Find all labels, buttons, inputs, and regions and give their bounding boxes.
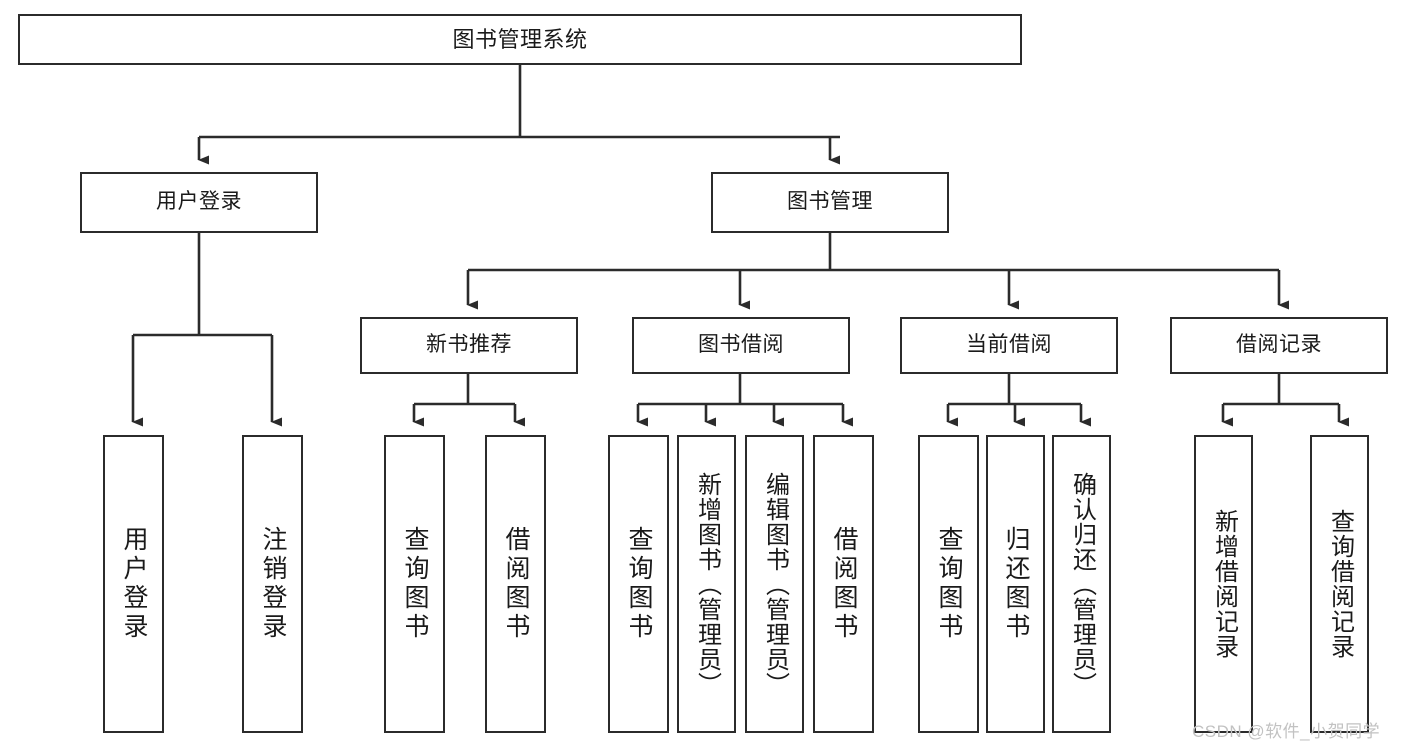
node-label: 查询借阅记录	[1326, 509, 1354, 659]
node-label: 归还图书	[1002, 526, 1030, 642]
node-label: 确认归还（管理员）	[1068, 471, 1096, 697]
leaf-return-book[interactable]: 归还图书	[986, 435, 1045, 733]
node-label: 借阅图书	[502, 526, 530, 642]
node-label: 注销登录	[259, 526, 287, 642]
node-new-book-recommend[interactable]: 新书推荐	[360, 317, 578, 374]
leaf-add-borrow-record[interactable]: 新增借阅记录	[1194, 435, 1253, 733]
leaf-borrow-book[interactable]: 借阅图书	[813, 435, 874, 733]
node-label: 新书推荐	[426, 333, 512, 357]
node-label: 图书借阅	[698, 333, 784, 357]
node-label: 编辑图书（管理员）	[761, 471, 789, 697]
leaf-borrow-book-recommend[interactable]: 借阅图书	[485, 435, 546, 733]
leaf-query-book-recommend[interactable]: 查询图书	[384, 435, 445, 733]
node-label: 新增图书（管理员）	[693, 471, 721, 697]
node-label: 查询图书	[401, 526, 429, 642]
node-label: 图书管理系统	[452, 26, 588, 52]
leaf-query-book-current[interactable]: 查询图书	[918, 435, 979, 733]
node-root-system[interactable]: 图书管理系统	[18, 14, 1022, 65]
node-label: 用户登录	[120, 526, 148, 642]
node-label: 借阅记录	[1236, 333, 1322, 357]
node-label: 图书管理	[787, 190, 873, 214]
node-borrow-record[interactable]: 借阅记录	[1170, 317, 1388, 374]
node-current-borrow[interactable]: 当前借阅	[900, 317, 1118, 374]
leaf-query-borrow-record[interactable]: 查询借阅记录	[1310, 435, 1369, 733]
leaf-confirm-return-admin[interactable]: 确认归还（管理员）	[1052, 435, 1111, 733]
leaf-user-login[interactable]: 用户登录	[103, 435, 164, 733]
node-book-management[interactable]: 图书管理	[711, 172, 949, 233]
csdn-watermark: CSDN @软件_小贺同学	[1192, 722, 1381, 741]
leaf-add-book-admin[interactable]: 新增图书（管理员）	[677, 435, 736, 733]
node-label: 查询图书	[625, 526, 653, 642]
node-label: 用户登录	[156, 190, 242, 214]
leaf-user-logout[interactable]: 注销登录	[242, 435, 303, 733]
node-label: 当前借阅	[966, 333, 1052, 357]
node-book-borrow[interactable]: 图书借阅	[632, 317, 850, 374]
node-label: 新增借阅记录	[1210, 509, 1238, 659]
node-label: 借阅图书	[830, 526, 858, 642]
leaf-edit-book-admin[interactable]: 编辑图书（管理员）	[745, 435, 804, 733]
node-label: 查询图书	[935, 526, 963, 642]
leaf-query-book-borrow[interactable]: 查询图书	[608, 435, 669, 733]
node-user-login[interactable]: 用户登录	[80, 172, 318, 233]
